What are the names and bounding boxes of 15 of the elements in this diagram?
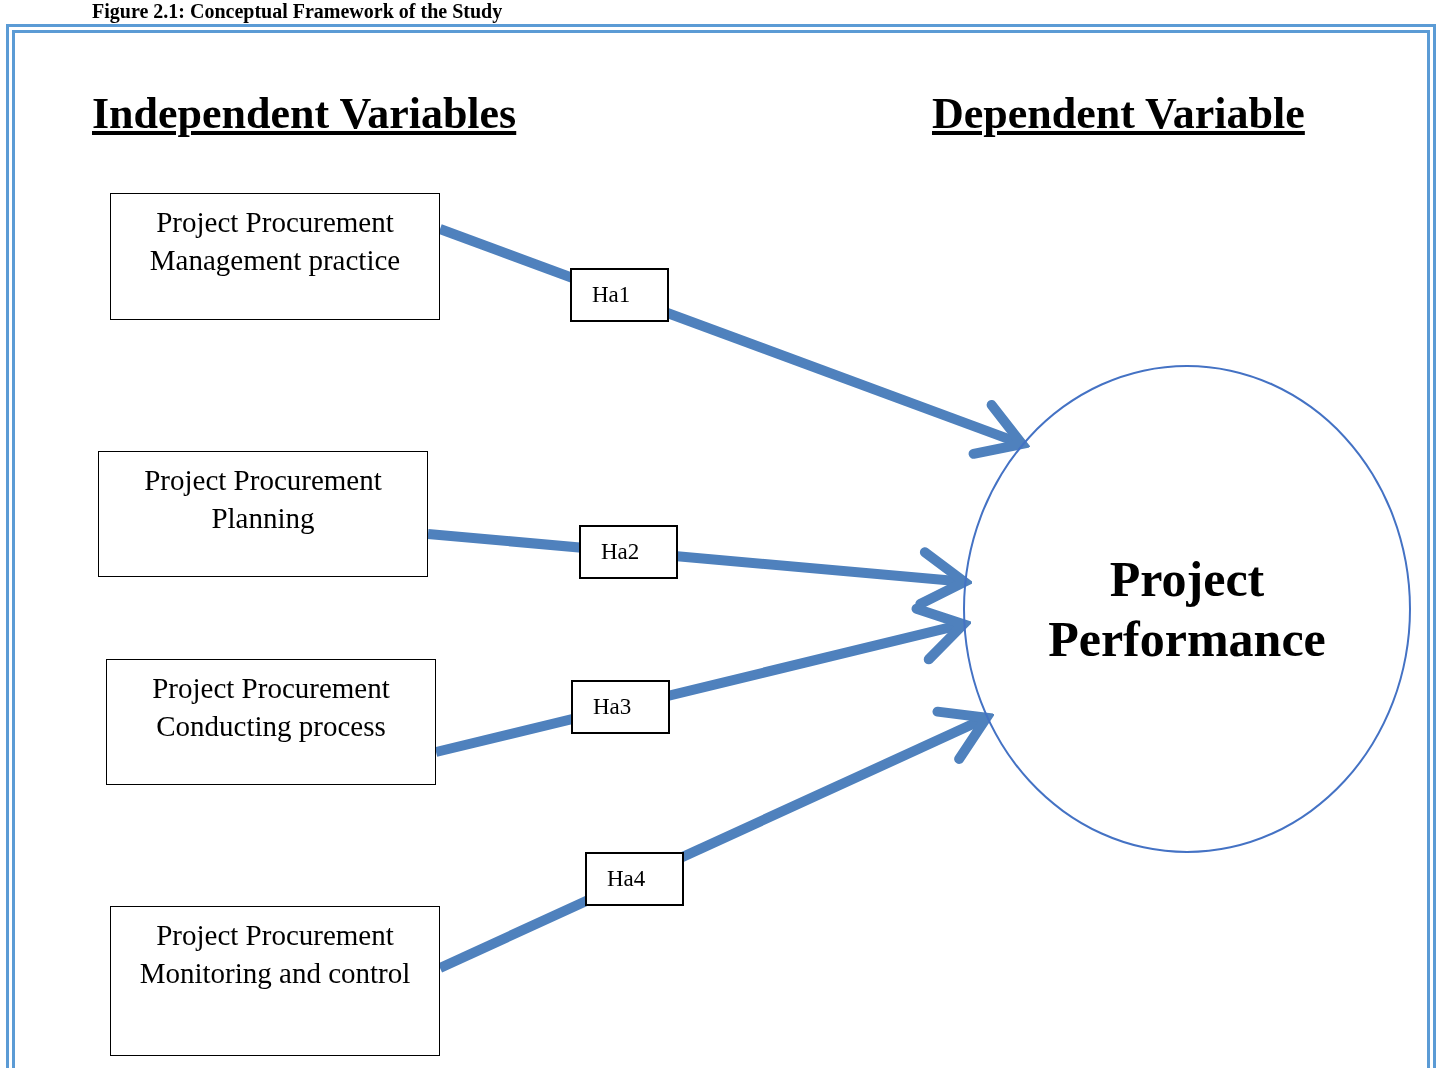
variable-box [110,193,440,320]
node-text: Project Procurement Management practice [148,205,402,278]
variable-box [106,659,436,785]
column-heading: Dependent Variable [932,88,1305,139]
outcome-circle [963,365,1411,853]
node-text: Project Procurement Monitoring and control [138,918,412,991]
figure-title: Figure 2.1: Conceptual Framework of the Study [92,0,503,23]
column-heading: Independent Variables [92,88,517,139]
hypothesis-label: Ha2 [579,524,678,579]
hypothesis-label: Ha1 [570,268,669,323]
variable-box [110,906,440,1056]
node-text: Project Procurement Conducting process [151,671,391,744]
node-text: Project Performance [1047,550,1327,669]
node-text: Project Procurement Planning [143,463,383,536]
variable-box [98,451,428,577]
